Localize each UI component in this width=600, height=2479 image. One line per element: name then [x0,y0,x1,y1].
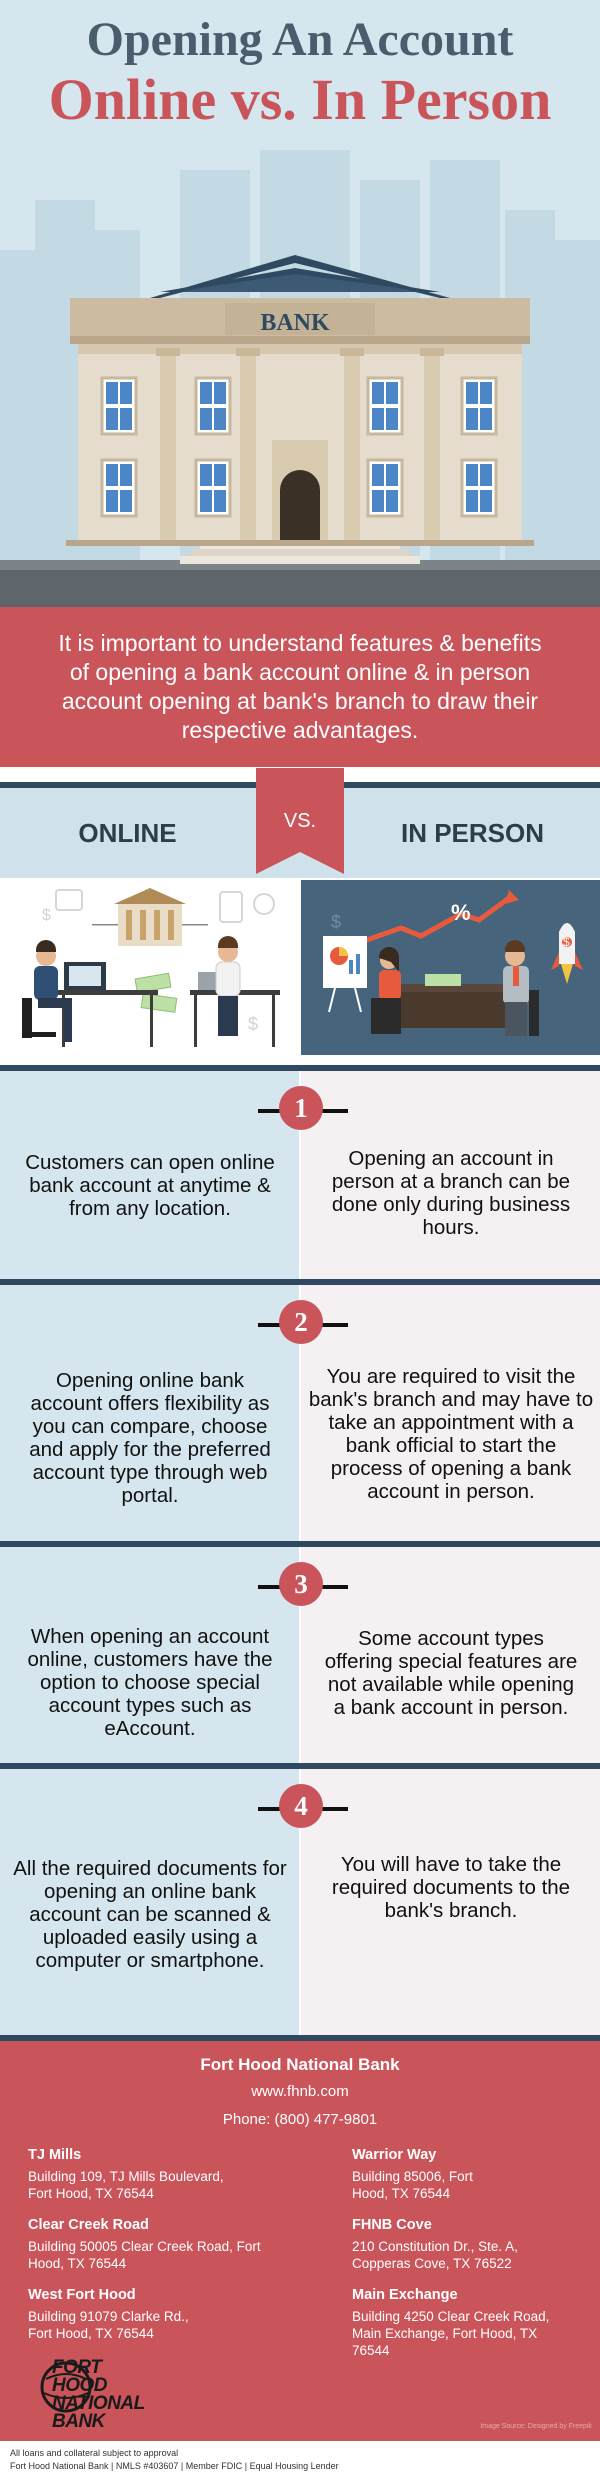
bank-building-illustration: BANK [0,150,600,607]
location-address: Building 4250 Clear Creek Road, Main Exc… [352,2309,550,2358]
location-name: FHNB Cove [352,2217,432,2233]
intro-banner: It is important to understand features &… [0,607,600,767]
divider-stripe [0,1763,600,1769]
logo-line-3: BANK [52,2411,105,2432]
online-point: Opening online bank account offers flexi… [29,1369,271,1507]
intro-text: It is important to understand features &… [58,630,542,743]
in-person-illustration: % $ $ [301,880,600,1055]
vs-ribbon [256,768,344,874]
image-credit: Image Source: Designed by Freepik [480,2423,592,2430]
in-person-point: Opening an account in person at a branch… [331,1147,571,1239]
column-divider [299,1285,301,1541]
dollar-icon: $ [563,935,570,949]
online-column [0,1071,299,1279]
spacer [0,1055,600,1065]
in-person-point: You are required to visit the bank's bra… [308,1365,594,1503]
item-number-badge: 1 [279,1086,323,1130]
dollar-icon: $ [331,912,341,932]
hero-section: BANK [0,0,600,607]
divider-stripe [0,1279,600,1285]
in-person-column [301,1285,600,1541]
in-person-point: You will have to take the required docum… [331,1853,571,1922]
location-name: TJ Mills [28,2147,82,2163]
location-name: Clear Creek Road [28,2217,149,2233]
title-line-2: Online vs. In Person [48,67,552,132]
in-person-column [301,1071,600,1279]
comparison-item-3: 3 When opening an account online, custom… [0,1547,600,1763]
online-column [0,1769,299,2035]
online-column [0,1285,299,1541]
logo-line-2: NATIONAL [52,2393,145,2414]
location-west-fort-hood: West Fort Hood Building 91079 Clarke Rd.… [28,2287,288,2342]
location-fhnb-cove: FHNB Cove 210 Constitution Dr., Ste. A, … [352,2217,600,2272]
contact-footer: Fort Hood National Bank www.fhnb.com Pho… [0,2041,600,2441]
spacer [0,878,600,880]
in-person-column [301,1547,600,1763]
item-number-badge: 4 [279,1784,323,1828]
item-number-badge: 2 [279,1300,323,1344]
online-heading: ONLINE [78,817,177,848]
location-address: Building 91079 Clarke Rd., Fort Hood, TX… [28,2309,189,2341]
legal-disclaimer: All loans and collateral subject to appr… [0,2441,600,2479]
column-divider [299,1071,301,1279]
column-divider [299,1547,301,1763]
legal-line-1: All loans and collateral subject to appr… [10,2448,179,2458]
location-name: Warrior Way [352,2147,437,2163]
online-illustration: $ $ [0,880,299,1055]
location-tj-mills: TJ Mills Building 109, TJ Mills Boulevar… [28,2147,288,2202]
legal-line-2: Fort Hood National Bank | NMLS #403607 |… [10,2461,339,2471]
title-line-1: Opening An Account [86,13,514,66]
location-warrior-way: Warrior Way Building 85006, Fort Hood, T… [352,2147,600,2202]
location-name: Main Exchange [352,2287,458,2303]
online-column [0,1547,299,1763]
divider-stripe [0,2035,600,2041]
percent-icon: % [451,900,471,925]
in-person-column [301,1769,600,2035]
in-person-heading: IN PERSON [400,817,545,848]
divider-stripe [0,1541,600,1547]
comparison-item-2: 2 Opening online bank account offers fle… [0,1285,600,1541]
dollar-icon: $ [42,907,51,924]
online-point: Customers can open online bank account a… [25,1151,275,1220]
location-main-exchange: Main Exchange Building 4250 Clear Creek … [352,2287,600,2359]
in-person-point: Some account types offering special feat… [324,1627,578,1719]
item-number-badge: 3 [279,1562,323,1606]
phone-number[interactable]: Phone: (800) 477-9801 [222,2111,378,2128]
location-address: 210 Constitution Dr., Ste. A, Copperas C… [352,2239,518,2271]
location-clear-creek-road: Clear Creek Road Building 50005 Clear Cr… [28,2217,288,2272]
dollar-icon: $ [248,1014,258,1034]
location-address: Building 85006, Fort Hood, TX 76544 [352,2169,473,2201]
comparison-item-4: 4 All the required documents for opening… [0,1769,600,2035]
column-divider [299,1769,301,2035]
online-point: When opening an account online, customer… [27,1625,273,1740]
online-point: All the required documents for opening a… [13,1857,287,1972]
bank-sign-text: BANK [260,310,330,336]
bank-name: Fort Hood National Bank [200,2055,400,2074]
divider-stripe [0,1065,600,1071]
location-address: Building 109, TJ Mills Boulevard, Fort H… [28,2169,224,2201]
logo-line-1: FORT HOOD [52,2357,107,2396]
comparison-item-1: 1 Customers can open online bank account… [0,1071,600,1279]
website-link[interactable]: www.fhnb.com [251,2083,349,2100]
location-name: West Fort Hood [28,2287,136,2303]
vs-label: VS. [283,810,317,832]
location-address: Building 50005 Clear Creek Road, Fort Ho… [28,2239,261,2271]
